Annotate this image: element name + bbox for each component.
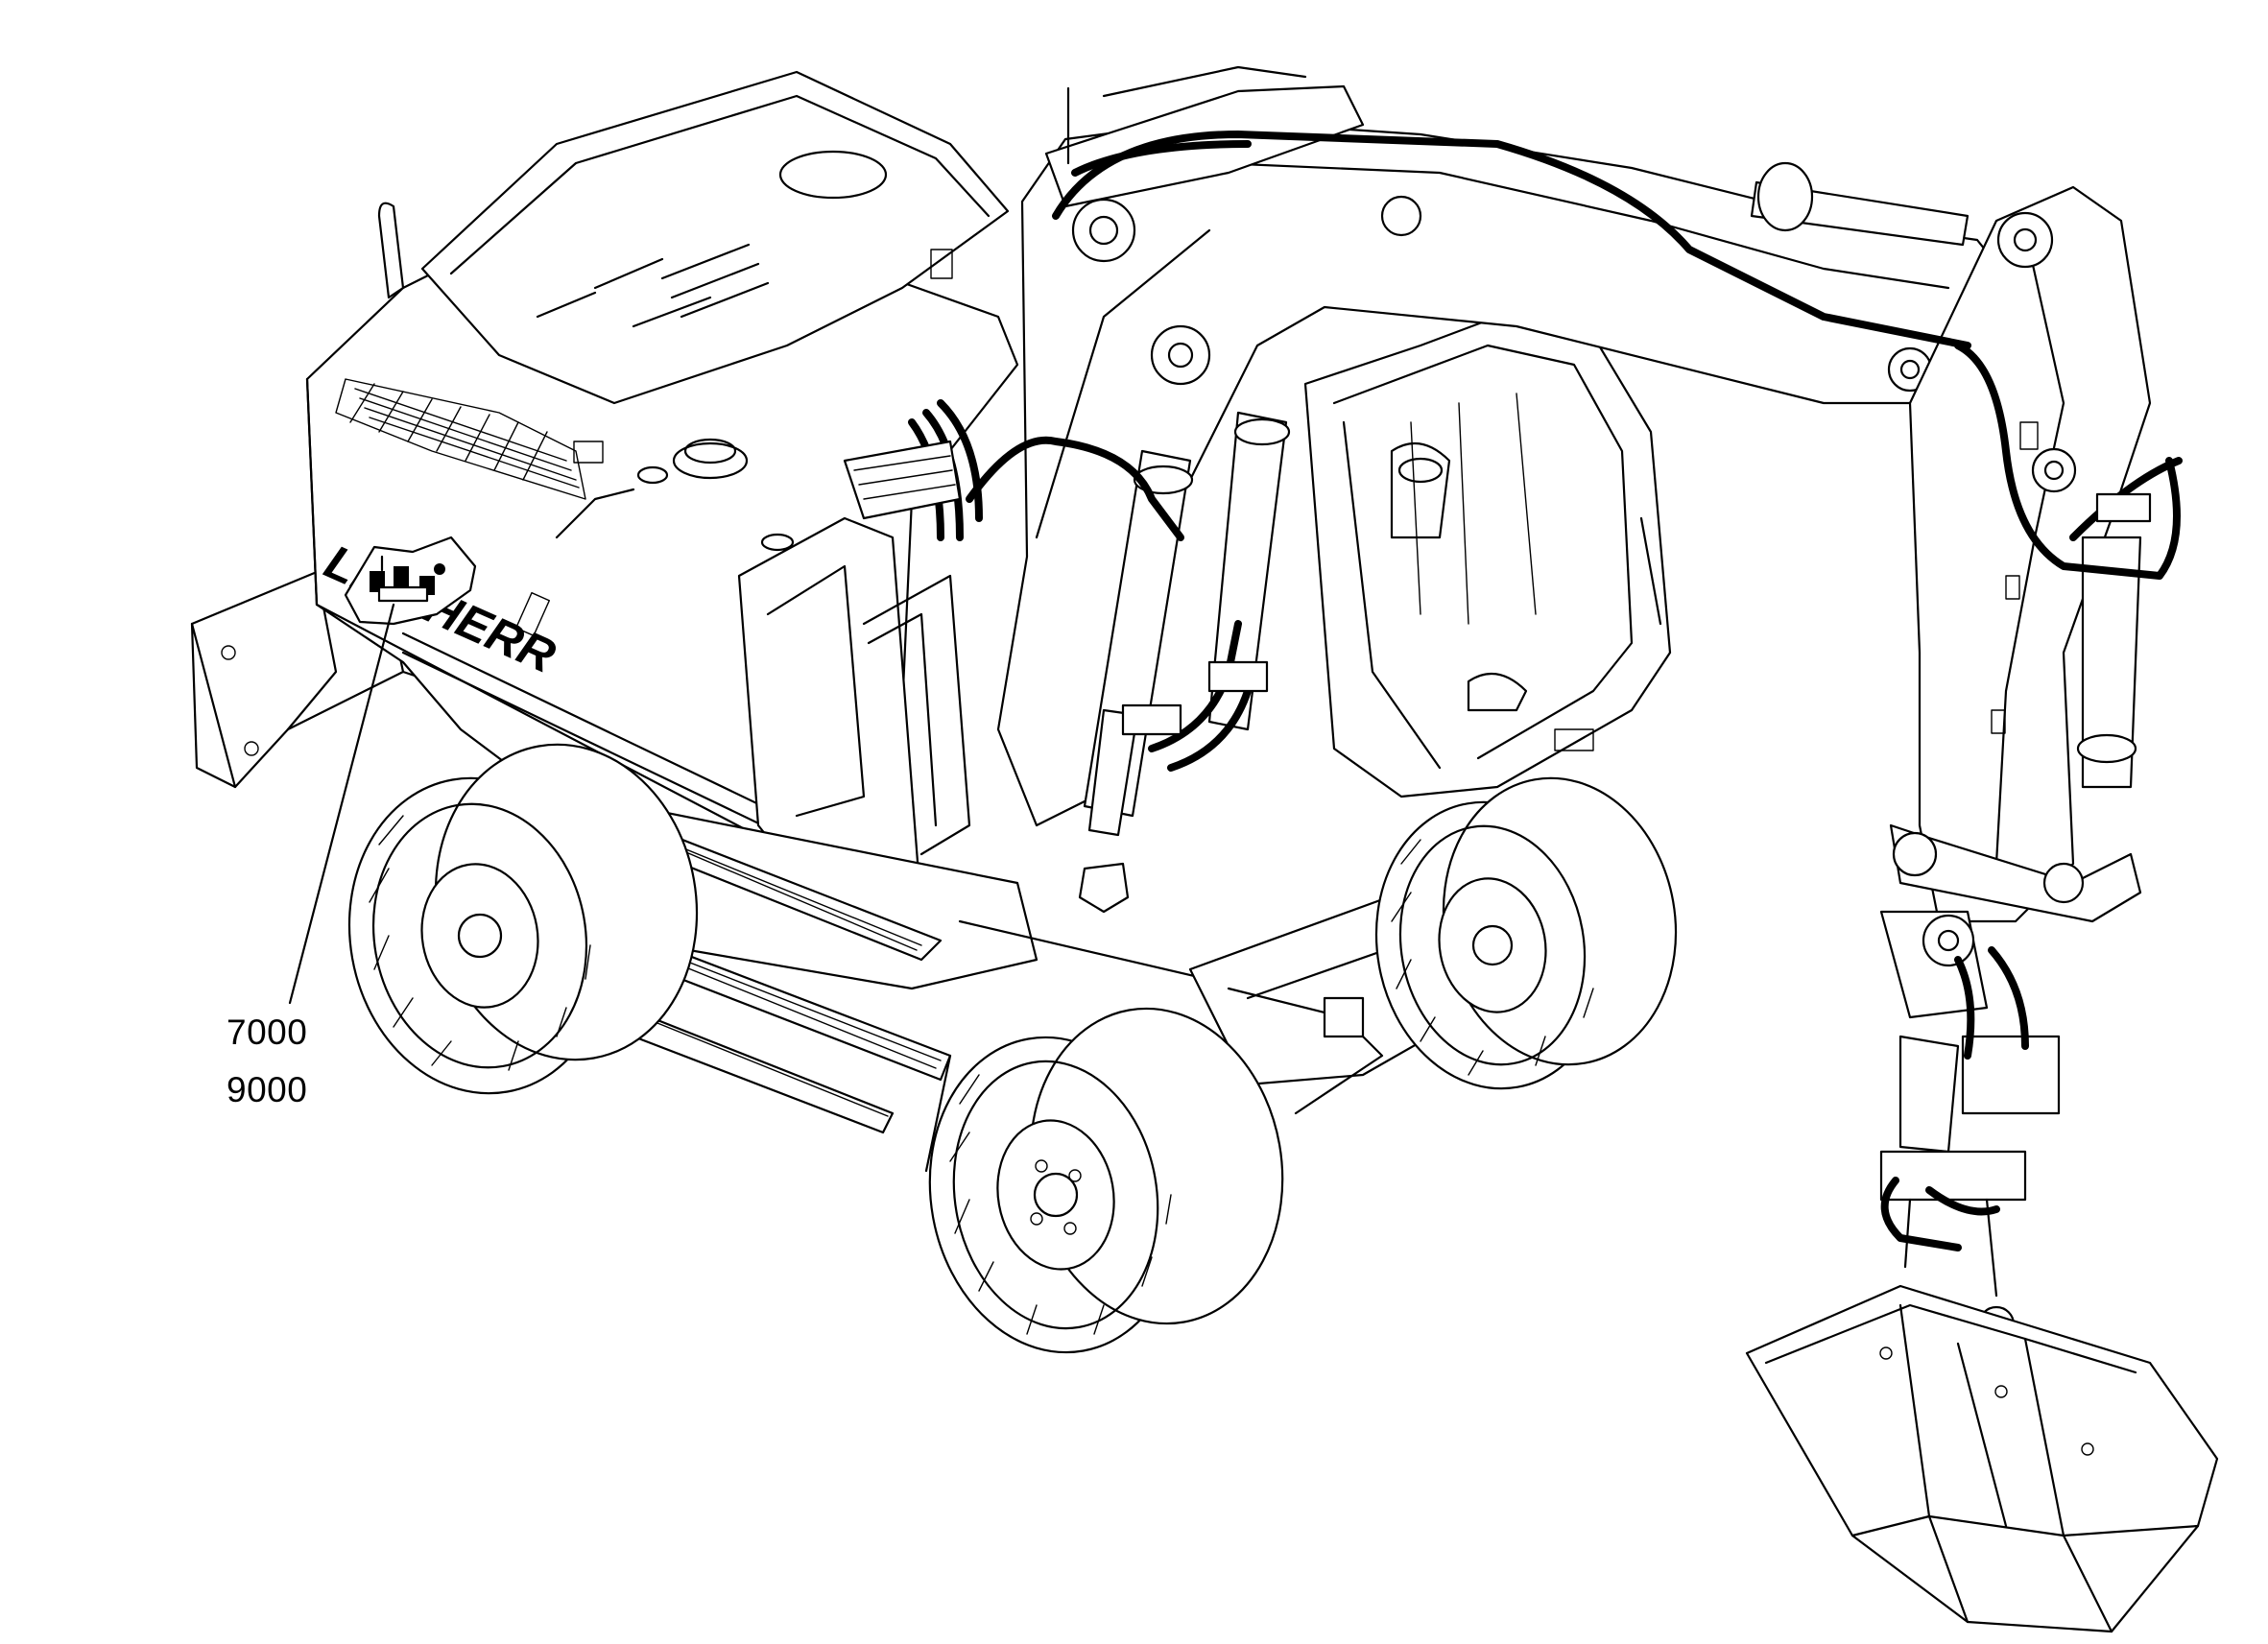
wheel-front-left [928,1007,1284,1354]
boom-cylinders [1083,411,1291,837]
stick-cylinder [1750,161,2142,789]
highlighted-component-inset [344,536,477,626]
callout-label-9000: 9000 [227,1070,308,1109]
callout-label-7000: 7000 [227,1013,308,1052]
control-valve-block [843,440,2152,736]
hook-bracket [1078,862,1130,914]
wheel-rear-right [1374,776,1678,1090]
wheel-rear-left [347,743,699,1095]
excavator-bucket [1745,1284,2219,1633]
side-toolbox [737,516,971,923]
hydraulic-hoses [908,131,2183,1251]
callout-leader-line [288,603,395,1005]
boom-arm [996,65,2017,827]
bucket-linkage [1879,823,2142,1344]
operator-cab [1303,315,1672,798]
